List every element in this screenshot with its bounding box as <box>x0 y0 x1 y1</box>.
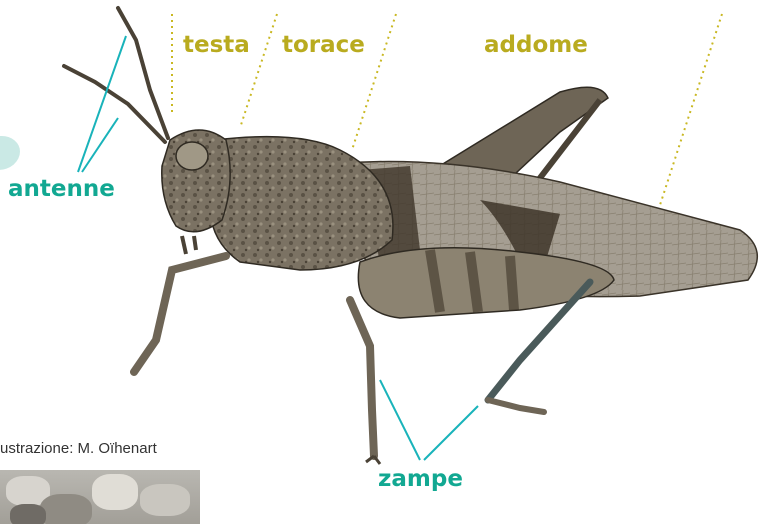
label-antenne: antenne <box>8 176 115 202</box>
middle-leg <box>350 300 374 456</box>
label-addome: addome <box>484 32 588 58</box>
label-zampe: zampe <box>378 466 463 492</box>
gravel-photo <box>0 470 200 524</box>
antenna-lower <box>64 66 165 142</box>
middle-leg-foot <box>366 456 380 464</box>
hind-leg-tarsus <box>488 400 544 412</box>
antenne-pointer-upper <box>78 36 126 172</box>
label-torace: torace <box>282 32 365 58</box>
zampe-pointer-right <box>424 406 478 460</box>
illustration-credit: ustrazione: M. Oïhenart <box>0 440 157 457</box>
mouthparts <box>182 236 196 254</box>
front-leg <box>134 256 226 372</box>
eye <box>176 142 208 170</box>
thorax <box>210 137 393 270</box>
label-testa: testa <box>183 32 250 58</box>
zampe-pointer-left <box>380 380 420 460</box>
addome-leader-line <box>660 14 722 205</box>
